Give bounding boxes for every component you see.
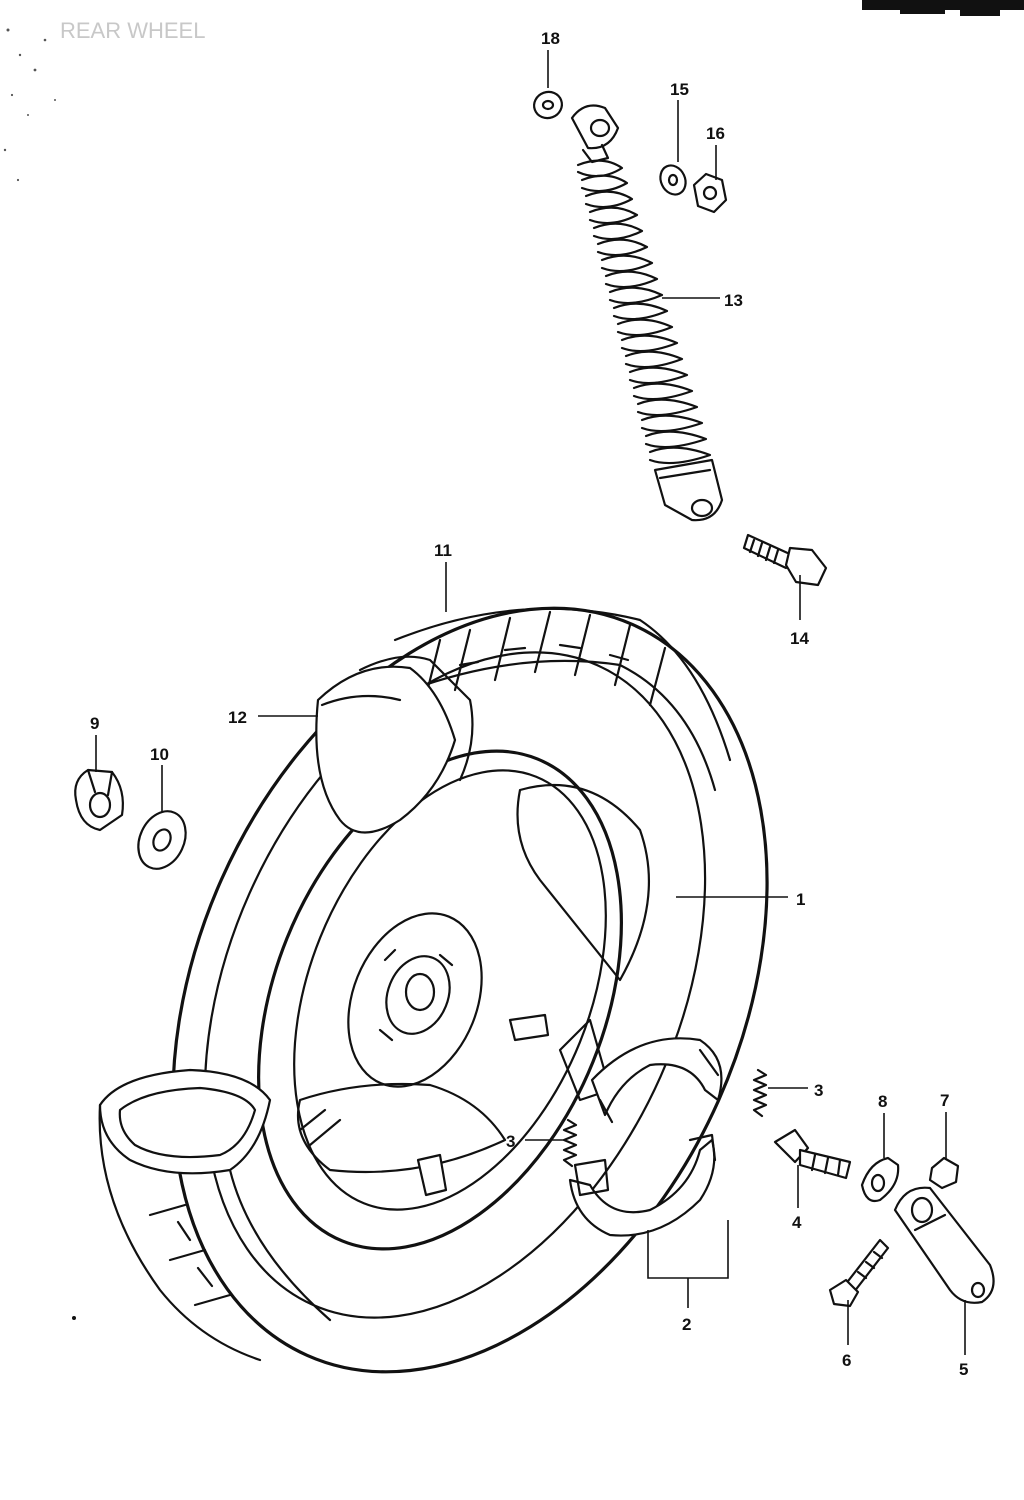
callout-11: 11 — [434, 541, 452, 560]
brake-cam-4 — [773, 1128, 852, 1180]
washer-18-top — [533, 90, 563, 120]
callout-15: 15 — [670, 80, 689, 99]
shock-spring — [576, 159, 712, 465]
callout-14: 14 — [790, 629, 809, 648]
washer-10 — [137, 810, 187, 870]
nut-9 — [74, 768, 124, 832]
stray-mark — [72, 1316, 76, 1320]
callout-4: 4 — [792, 1213, 802, 1232]
washer-15 — [659, 164, 687, 196]
callout-7: 7 — [940, 1091, 949, 1110]
rear-wheel-rim — [257, 749, 650, 1251]
callout-6: 6 — [842, 1351, 851, 1370]
nut-16 — [692, 172, 728, 214]
shoe-spring-3-left — [562, 1118, 578, 1168]
wear-indicator-8 — [860, 1156, 900, 1203]
inner-tube-12 — [315, 655, 474, 834]
callout-8: 8 — [878, 1092, 887, 1111]
leader-lines — [95, 50, 966, 1355]
rear-wheel-tire — [171, 606, 769, 1374]
callout-10: 10 — [150, 745, 169, 764]
brake-cam-lever-5 — [893, 1186, 995, 1304]
page-corner-mark — [862, 0, 1024, 16]
tire-cutaway-section — [98, 1068, 332, 1362]
bolt-14 — [742, 533, 828, 587]
callout-13: 13 — [724, 291, 743, 310]
brake-shoes-2 — [568, 1037, 723, 1237]
rear-shock-absorber — [570, 104, 724, 522]
nut-7 — [928, 1156, 960, 1190]
callout-12: 12 — [228, 708, 247, 727]
callout-1: 1 — [796, 890, 805, 909]
callout-5: 5 — [959, 1360, 968, 1379]
shoe-spring-3-right — [752, 1068, 768, 1118]
callout-16: 16 — [706, 124, 725, 143]
callout-3-left: 3 — [506, 1132, 515, 1151]
callout-2: 2 — [682, 1315, 691, 1334]
callout-labels: 18 15 16 13 14 11 12 9 10 1 3 3 2 4 8 7 … — [90, 29, 968, 1379]
diagram-title: REAR WHEEL — [60, 18, 205, 43]
bolt-6 — [828, 1238, 890, 1308]
callout-3-right: 3 — [814, 1081, 823, 1100]
callout-18: 18 — [541, 29, 560, 48]
scan-noise — [3, 28, 56, 182]
callout-9: 9 — [90, 714, 99, 733]
